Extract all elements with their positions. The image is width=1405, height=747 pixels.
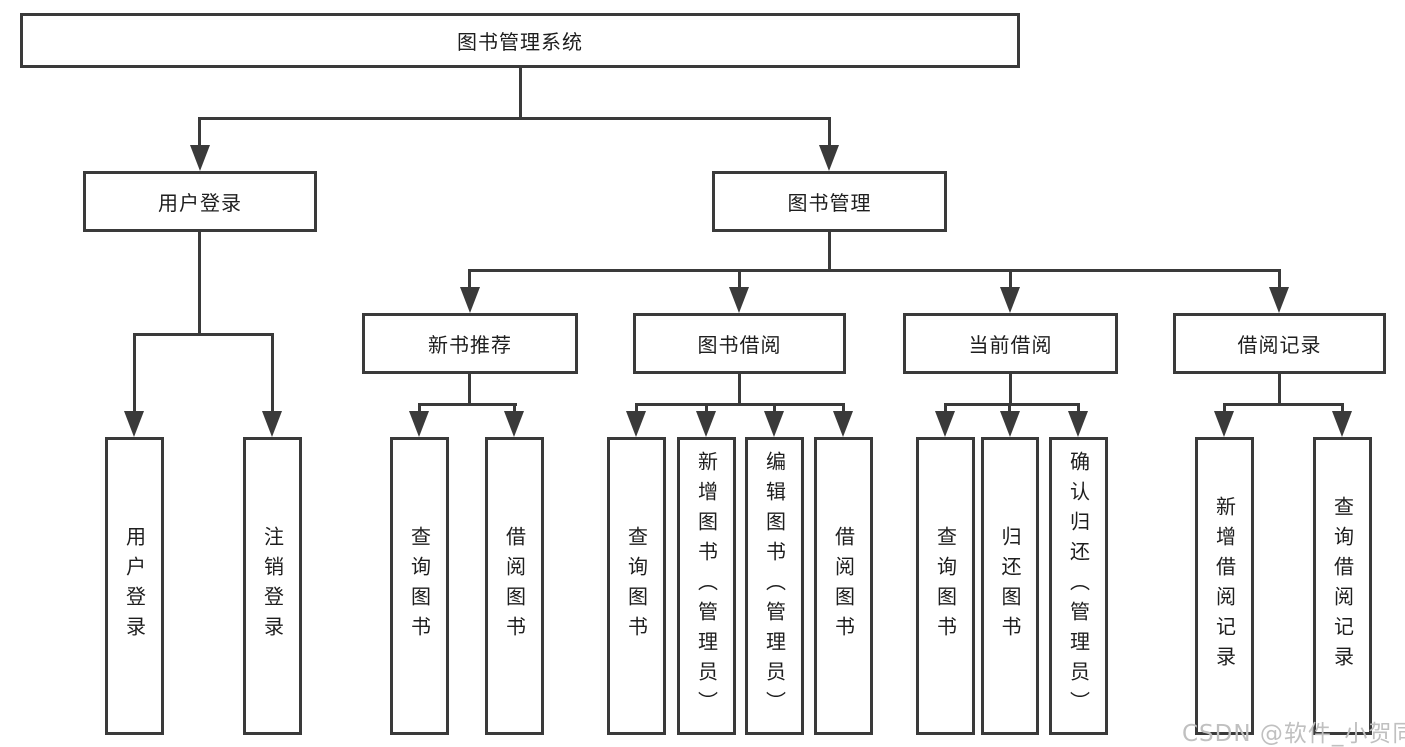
- leaf-label: 借阅图书: [502, 526, 527, 646]
- leaf-label: 编辑图书（管理员）: [762, 451, 787, 721]
- leaf-query-books: 查询图书: [390, 437, 449, 735]
- leaf-borrow-books: 借阅图书: [485, 437, 544, 735]
- connector-line: [738, 269, 741, 295]
- arrow-down-icon: [729, 287, 749, 313]
- node-borrow-records: 借阅记录: [1173, 313, 1386, 374]
- leaf-user-login: 用户登录: [105, 437, 164, 735]
- node-book-borrow: 图书借阅: [633, 313, 846, 374]
- arrow-down-icon: [262, 411, 282, 437]
- arrow-down-icon: [1214, 411, 1234, 437]
- connector-line: [635, 403, 845, 406]
- arrow-down-icon: [1000, 287, 1020, 313]
- node-root-label: 图书管理系统: [457, 30, 583, 54]
- arrow-down-icon: [504, 411, 524, 437]
- leaf-label: 查询图书: [933, 526, 958, 646]
- arrow-down-icon: [819, 145, 839, 171]
- leaf-label: 注销登录: [260, 526, 285, 646]
- node-book-management-label: 图书管理: [787, 191, 872, 215]
- connector-line: [198, 117, 201, 155]
- leaf-label: 借阅图书: [831, 526, 856, 646]
- leaf-query-borrow-record: 查询借阅记录: [1313, 437, 1372, 735]
- connector-line: [1009, 373, 1012, 406]
- connector-line: [738, 373, 741, 406]
- leaf-edit-books-admin: 编辑图书（管理员）: [745, 437, 804, 735]
- leaf-label: 查询借阅记录: [1330, 496, 1355, 676]
- arrow-down-icon: [1332, 411, 1352, 437]
- node-borrow-records-label: 借阅记录: [1237, 333, 1322, 357]
- connector-line: [1223, 403, 1344, 406]
- leaf-label: 确认归还（管理员）: [1066, 451, 1091, 721]
- leaf-add-borrow-record: 新增借阅记录: [1195, 437, 1254, 735]
- node-book-management: 图书管理: [712, 171, 947, 232]
- connector-line: [1009, 269, 1012, 295]
- connector-line: [828, 117, 831, 155]
- leaf-borrow-books: 借阅图书: [814, 437, 873, 735]
- connector-line: [198, 231, 201, 335]
- arrow-down-icon: [460, 287, 480, 313]
- leaf-return-books: 归还图书: [981, 437, 1039, 735]
- node-user-login-label: 用户登录: [158, 191, 242, 215]
- connector-line: [271, 333, 274, 418]
- arrow-down-icon: [626, 411, 646, 437]
- connector-line: [468, 269, 471, 295]
- node-book-borrow-label: 图书借阅: [697, 333, 782, 357]
- leaf-query-books: 查询图书: [916, 437, 975, 735]
- connector-line: [1278, 269, 1281, 295]
- leaf-query-books: 查询图书: [607, 437, 666, 735]
- arrow-down-icon: [764, 411, 784, 437]
- node-new-book-recommend: 新书推荐: [362, 313, 578, 374]
- leaf-label: 新增借阅记录: [1212, 496, 1237, 676]
- node-new-book-recommend-label: 新书推荐: [428, 333, 512, 357]
- connector-line: [519, 67, 522, 119]
- node-root: 图书管理系统: [20, 13, 1020, 68]
- connector-line: [133, 333, 274, 336]
- leaf-label: 查询图书: [407, 526, 432, 646]
- leaf-label: 新增图书（管理员）: [694, 451, 719, 721]
- arrow-down-icon: [1000, 411, 1020, 437]
- leaf-label: 查询图书: [624, 526, 649, 646]
- connector-line: [133, 333, 136, 418]
- arrow-down-icon: [1068, 411, 1088, 437]
- arrow-down-icon: [409, 411, 429, 437]
- node-current-borrow: 当前借阅: [903, 313, 1118, 374]
- connector-line: [468, 269, 1281, 272]
- arrow-down-icon: [696, 411, 716, 437]
- connector-line: [1278, 373, 1281, 406]
- connector-line: [944, 403, 1080, 406]
- connector-line: [418, 403, 517, 406]
- node-current-borrow-label: 当前借阅: [968, 333, 1053, 357]
- connector-line: [468, 373, 471, 406]
- arrow-down-icon: [935, 411, 955, 437]
- arrow-down-icon: [833, 411, 853, 437]
- arrow-down-icon: [190, 145, 210, 171]
- leaf-label: 用户登录: [122, 526, 147, 646]
- connector-line: [198, 117, 831, 120]
- arrow-down-icon: [1269, 287, 1289, 313]
- leaf-logout: 注销登录: [243, 437, 302, 735]
- leaf-add-books-admin: 新增图书（管理员）: [677, 437, 736, 735]
- node-user-login: 用户登录: [83, 171, 317, 232]
- leaf-label: 归还图书: [998, 526, 1022, 646]
- csdn-watermark: CSDN @软件_小贺同学: [1182, 721, 1405, 747]
- connector-line: [828, 232, 831, 271]
- arrow-down-icon: [124, 411, 144, 437]
- leaf-confirm-return-admin: 确认归还（管理员）: [1049, 437, 1108, 735]
